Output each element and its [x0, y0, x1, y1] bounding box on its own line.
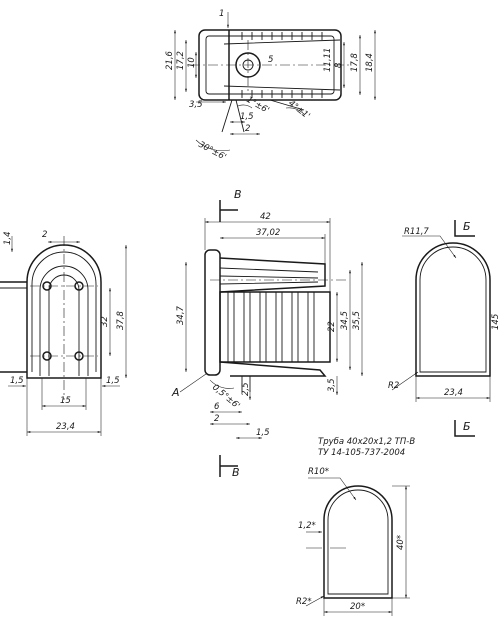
dim-145: 145 [491, 314, 500, 330]
detail-mark-a: А [171, 386, 180, 399]
dim-11-11: 11,11 [323, 48, 333, 72]
dim-2-left: 2 [42, 230, 47, 240]
top-view: 1 21,6 17,2 10 5 11,11 8 17,8 18,4 3,5 1… [165, 9, 376, 163]
dim-angle-30: 30°±6' [197, 140, 228, 163]
front-view: В В А 42 37,02 34,7 22 34,5 35,5 3,5 6 2… [171, 188, 363, 479]
dim-1: 1 [219, 9, 224, 19]
dim-8: 8 [334, 62, 344, 68]
dim-r10: R10* [308, 467, 329, 477]
section-b-view: Б Б R11,7 R2 23,4 145 [388, 220, 500, 437]
tube-spec-line-2: ТУ 14-105-737-2004 [318, 448, 405, 458]
dim-1-2: 1,2* [298, 521, 316, 531]
dim-1-5-left: 1,5 [10, 376, 24, 386]
dim-18-4: 18,4 [365, 53, 375, 72]
left-view: 1,4 2 32 37,8 1,5 1,5 15 23,4 [0, 230, 127, 436]
dim-15: 15 [60, 396, 71, 406]
cut-mark-bottom: Б [463, 420, 471, 433]
dim-17-2: 17,2 [176, 51, 186, 70]
dim-1-4: 1,4 [3, 231, 13, 245]
section-mark-top: В [234, 188, 242, 201]
dim-r2: R2 [388, 381, 399, 391]
dim-10: 10 [187, 57, 197, 68]
dim-42: 42 [260, 212, 271, 222]
dim-34-7: 34,7 [176, 305, 186, 325]
dim-21-6: 21,6 [165, 50, 175, 70]
dim-2-5: 2,5 [241, 382, 251, 396]
cut-mark-top: Б [463, 220, 471, 233]
dim-40: 40* [396, 535, 406, 550]
dim-r11-7: R11,7 [404, 227, 429, 237]
dim-23-4-b: 23,4 [444, 388, 463, 398]
dim-22: 22 [327, 321, 337, 332]
dim-34-5: 34,5 [340, 311, 350, 330]
dim-1-5-right: 1,5 [106, 376, 120, 386]
dim-angle-4: 4°±1' [286, 98, 311, 121]
dim-3-5: 3,5 [189, 100, 203, 110]
tube-section: Труба 40х20х1,2 ТП-В ТУ 14-105-737-2004 … [296, 437, 415, 616]
dim-3-5-front: 3,5 [327, 378, 337, 392]
dim-2-front: 2 [214, 414, 219, 424]
tube-spec-line-1: Труба 40х20х1,2 ТП-В [318, 437, 415, 447]
dim-37-02: 37,02 [256, 228, 280, 238]
dim-20: 20* [350, 602, 365, 612]
dim-17-8: 17,8 [350, 52, 360, 72]
dim-23-4-left: 23,4 [56, 422, 75, 432]
dim-2: 2 [245, 124, 250, 134]
dim-1-5-front: 1,5 [256, 428, 270, 438]
dim-35-5: 35,5 [352, 311, 362, 330]
dim-32: 32 [100, 316, 110, 327]
dim-5: 5 [268, 55, 273, 65]
dim-r2-tube: R2* [296, 597, 312, 607]
dim-37-8: 37,8 [116, 310, 126, 330]
section-mark-bottom: В [232, 466, 240, 479]
dim-1-5: 1,5 [240, 112, 254, 122]
dim-6: 6 [214, 402, 220, 412]
